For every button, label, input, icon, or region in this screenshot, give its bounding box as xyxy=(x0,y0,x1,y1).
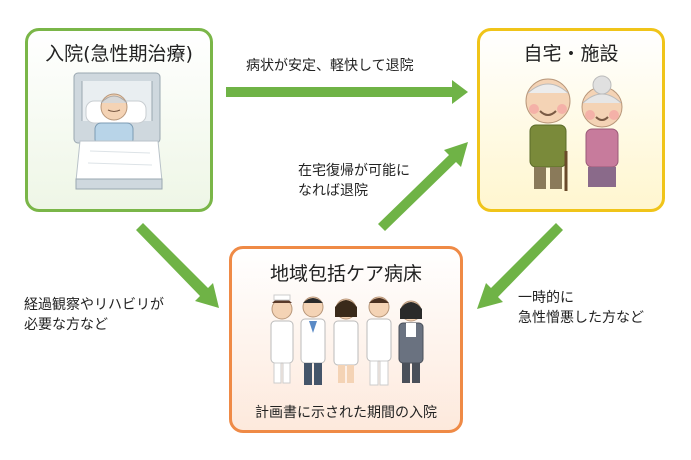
label-ward-to-home-line1: 在宅復帰が可能に xyxy=(298,163,410,179)
label-home-to-ward-line2: 急性憎悪した方など xyxy=(518,310,644,326)
arrow-ward-to-home xyxy=(378,142,468,231)
hospital-box: 入院(急性期治療) xyxy=(25,28,213,212)
label-hospital-to-home: 病状が安定、軽快して退院 xyxy=(246,58,414,74)
community-ward-box: 地域包括ケア病床 計画書に示された期間の入院 xyxy=(229,246,463,433)
hospital-title: 入院(急性期治療) xyxy=(45,43,193,65)
home-title: 自宅・施設 xyxy=(523,43,619,65)
label-ward-to-home-line2: なれば退院 xyxy=(298,183,368,199)
arrow-hospital-to-ward xyxy=(136,223,219,308)
medical-staff-illustration xyxy=(270,294,424,386)
label-hospital-to-ward-line1: 経過観察やリハビリが xyxy=(24,297,164,313)
label-home-to-ward-line1: 一時的に xyxy=(518,290,574,306)
community-ward-caption: 計画書に示された期間の入院 xyxy=(255,405,437,421)
community-ward-title: 地域包括ケア病床 xyxy=(269,263,422,285)
patient-in-bed-illustration xyxy=(73,72,163,190)
elderly-couple-illustration xyxy=(525,75,623,191)
arrow-hospital-to-home xyxy=(226,80,468,104)
label-hospital-to-ward-line2: 必要な方など xyxy=(24,317,108,333)
home-box: 自宅・施設 xyxy=(477,28,665,212)
arrow-home-to-ward xyxy=(477,223,563,309)
